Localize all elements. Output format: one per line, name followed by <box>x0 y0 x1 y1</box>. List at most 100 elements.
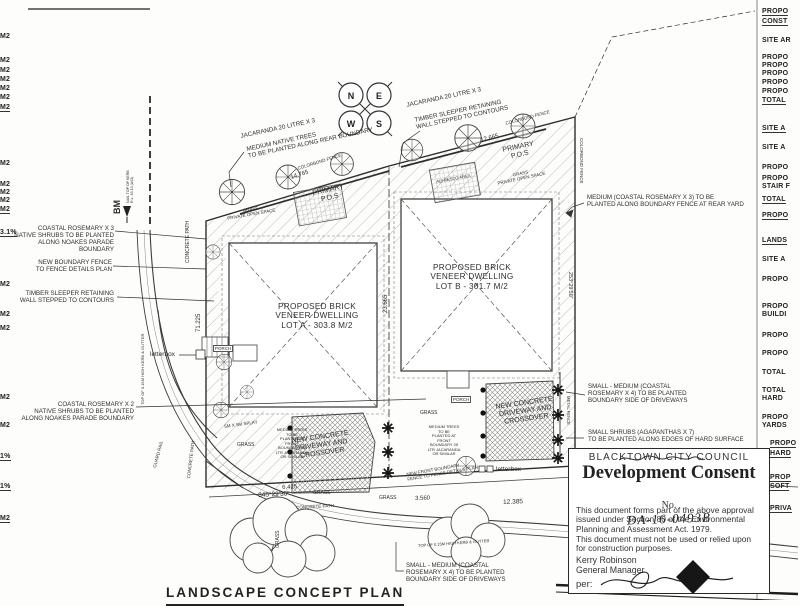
dimension-front-b: 12.385 <box>503 498 524 506</box>
colorbond-fence-label-right: COLORBOND FENCE <box>579 138 584 184</box>
margin-right-fragment: PROPO <box>762 276 789 283</box>
margin-right-fragment: PROPO <box>770 440 797 448</box>
margin-right-fragment: TOTAL <box>762 97 786 105</box>
porch-label-a: PORCH <box>213 345 234 353</box>
dwelling-lot-b-label: PROPOSED BRICK VENEER DWELLING LOT B - 3… <box>430 263 514 291</box>
concrete-path-label-left: CONCRETE PATH <box>185 220 191 263</box>
stamp-signatory-name: Kerry Robinson <box>576 555 637 565</box>
bearing-right-boundary: 253°29'50" <box>567 272 573 299</box>
compass-s: S <box>376 119 382 129</box>
margin-left-fragment: M2 <box>0 394 11 401</box>
metal-fence-label: METAL FENCE <box>566 396 571 425</box>
annotation-new-boundary-fence: NEW BOUNDARY FENCE TO FENCE DETAILS PLAN <box>35 259 112 274</box>
driveway-b <box>485 380 555 462</box>
margin-right-fragment: PROPO <box>762 350 789 357</box>
margin-left-fragment: M2 <box>0 197 11 204</box>
margin-left-fragment: M2 <box>0 422 11 429</box>
benchmark-detail: NAIL TOP OF KERB R.L. 63.13 (A43) <box>126 170 135 203</box>
margin-right-fragment: SOFT <box>770 483 790 491</box>
paved-patio-a <box>292 183 348 227</box>
margin-right-fragment: PROPO <box>762 164 789 171</box>
margin-left-fragment: M2 <box>0 189 11 196</box>
margin-right-fragment: CONST <box>762 18 788 26</box>
street-tree-canopy <box>229 496 506 578</box>
margin-right-fragment: SITE A <box>762 125 786 133</box>
dwelling-lot-a-label: PROPOSED BRICK VENEER DWELLING LOT A - 3… <box>275 302 359 330</box>
margin-right-fragment: HARD <box>762 395 784 402</box>
benchmark-label: BM <box>112 200 122 214</box>
margin-right-fragment: SITE AR <box>762 37 791 44</box>
annotation-small-medium-rosemary-bottom: SMALL - MEDIUM (COASTAL ROSEMARY X 4) TO… <box>406 562 506 584</box>
grass-label: GRASS <box>379 495 397 501</box>
annotation-timber-sleeper-wall-left: TIMBER SLEEPER RETAINING WALL STEPPED TO… <box>19 290 114 305</box>
annotation-coastal-rosemary-x3: COASTAL ROSEMARY X 3 NATIVE SHRUBS TO BE… <box>14 225 114 254</box>
grass-label: GRASS <box>237 442 255 448</box>
margin-right-fragment: PROPO <box>762 62 789 69</box>
medium-trees-front-label-b: MEDIUM TREES TO BE PLANTED AT FRONT BOUN… <box>427 424 461 457</box>
margin-right-fragment: TOTAL <box>762 387 786 394</box>
paved-patio-b <box>428 161 481 204</box>
margin-left-fragment: M2 <box>0 67 11 74</box>
margin-right-fragment: HARD <box>770 450 792 458</box>
margin-left-fragment: M2 <box>0 85 11 92</box>
margin-right-fragment: TOTAL <box>762 196 786 204</box>
margin-left-fragment: M2 <box>0 206 11 214</box>
margin-right-fragment: LANDS <box>762 237 788 245</box>
margin-left-fragment: M2 <box>0 76 11 83</box>
kerb-gutter-label-left: TOP OF 0.15M HIGH KERB & GUTTER <box>140 333 145 405</box>
stamp-signatory-title: General Manager <box>576 565 645 575</box>
margin-left-fragment: M2 <box>0 160 11 167</box>
margin-left-fragment: M2 <box>0 181 11 188</box>
margin-right-fragment: STAIR F <box>762 183 791 190</box>
annotation-small-medium-rosemary-right: SMALL - MEDIUM (COASTAL ROSEMARY X 4) TO… <box>588 383 688 405</box>
margin-left-fragment: M2 <box>0 33 11 40</box>
margin-right-fragment: TOTAL <box>762 369 786 376</box>
margin-left-fragment: 3.1% <box>0 229 17 237</box>
margin-right-fragment: PROPO <box>762 303 789 310</box>
margin-right-fragment: PROPO <box>762 175 789 182</box>
letterbox-label-b: letterbox <box>496 466 521 473</box>
margin-right-fragment: PROPO <box>762 70 789 77</box>
strike-scribble <box>618 455 706 461</box>
stamp-consent-number: No. DA-16-0493B <box>569 489 769 527</box>
annotation-coastal-rosemary-x2: COASTAL ROSEMARY X 2 NATIVE SHRUBS TO BE… <box>21 401 134 423</box>
compass-w: W <box>347 119 356 129</box>
development-consent-stamp: BLACKTOWN CITY COUNCIL Development Conse… <box>568 448 770 594</box>
medium-trees-front-label-a: MEDIUM TREES TO BE PLANTED AT FRONT BOUN… <box>275 427 309 460</box>
margin-left-fragment: M2 <box>0 104 11 112</box>
margin-right-fragment: PROPO <box>762 79 789 86</box>
compass-rose-icon: N E W S <box>337 81 393 137</box>
stamp-per-label: per: <box>576 579 593 590</box>
letterbox-label-a: letterbox <box>150 351 175 358</box>
stamp-paragraph-1: This document forms part of the above ap… <box>576 505 754 534</box>
dimension-front-a: 3.560 <box>415 495 431 502</box>
margin-left-fragment: M2 <box>0 94 11 101</box>
annotation-agapanthas: SMALL SHRUBS (AGAPANTHAS X 7) TO BE PLAN… <box>588 429 744 444</box>
dwelling-lot-b <box>393 191 560 389</box>
annotation-medium-coastal-rosemary: MEDIUM (COASTAL ROSEMARY X 3) TO BE PLAN… <box>587 194 744 209</box>
dwelling-lot-a <box>201 235 385 415</box>
margin-right-fragment: BUILDI <box>762 311 787 318</box>
margin-right-fragment: SITE A <box>762 256 786 263</box>
margin-right-fragment: PROPO <box>762 332 789 339</box>
dimension-side-left: 71.225 <box>196 313 202 332</box>
letterbox-icons <box>195 349 494 473</box>
stamp-no-label: No. <box>661 500 677 511</box>
margin-right-fragment: PROP <box>770 474 791 482</box>
margin-right-fragment: PROPO <box>762 8 789 16</box>
grass-label: GRASS <box>420 410 438 416</box>
margin-left-fragment: M2 <box>0 281 11 288</box>
margin-right-fragment: PRIVA <box>770 505 792 513</box>
planting-dots <box>287 387 486 479</box>
page-title: LANDSCAPE CONCEPT PLAN <box>166 585 405 606</box>
margin-right-fragment: PROPO <box>762 88 789 95</box>
grass-label: GRASS <box>313 490 331 496</box>
margin-left-fragment: M2 <box>0 515 11 523</box>
margin-left-fragment: 1% <box>0 483 11 491</box>
compass-e: E <box>376 91 382 101</box>
margin-right-fragment: YARDS <box>762 422 787 429</box>
margin-right-fragment: PROPO <box>762 212 789 220</box>
compass-n: N <box>348 91 355 101</box>
